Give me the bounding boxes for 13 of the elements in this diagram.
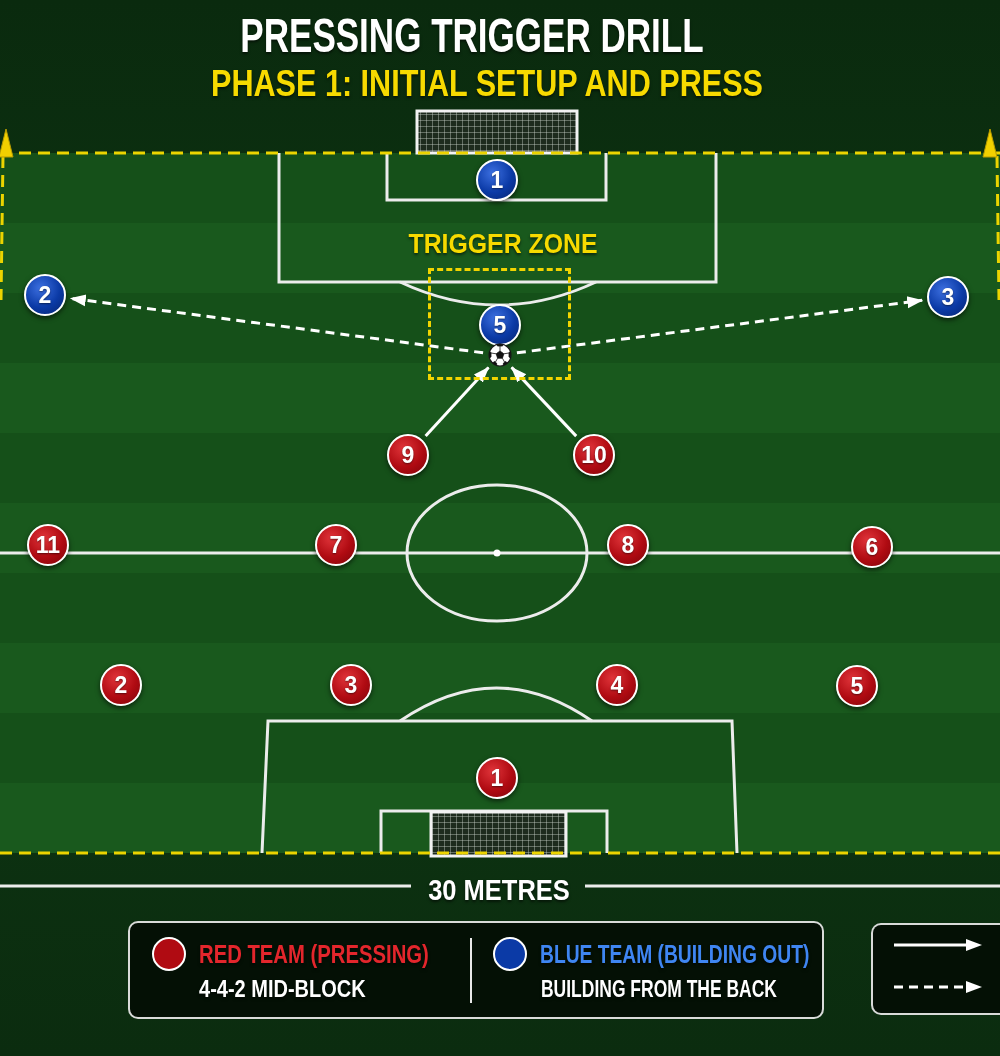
legend-label: BLUE TEAM (BUILDING OUT) — [540, 938, 810, 970]
subtitle: PHASE 1: INITIAL SETUP AND PRESS — [211, 61, 763, 105]
legend-note: 4-4-2 MID-BLOCK — [199, 975, 366, 1003]
arrow — [510, 366, 578, 438]
zone-label: TRIGGER ZONE — [408, 228, 598, 260]
dimension-label: 30 METRES — [428, 872, 570, 908]
dashed-arrow — [69, 294, 484, 355]
arrow — [424, 366, 490, 437]
dashed-arrow — [516, 296, 924, 355]
title: PRESSING TRIGGER DRILL — [240, 8, 704, 64]
legend-label: RED TEAM (PRESSING) — [199, 938, 429, 970]
soccer-ball-icon — [488, 343, 512, 367]
legend-note: BUILDING FROM THE BACK — [541, 975, 777, 1003]
